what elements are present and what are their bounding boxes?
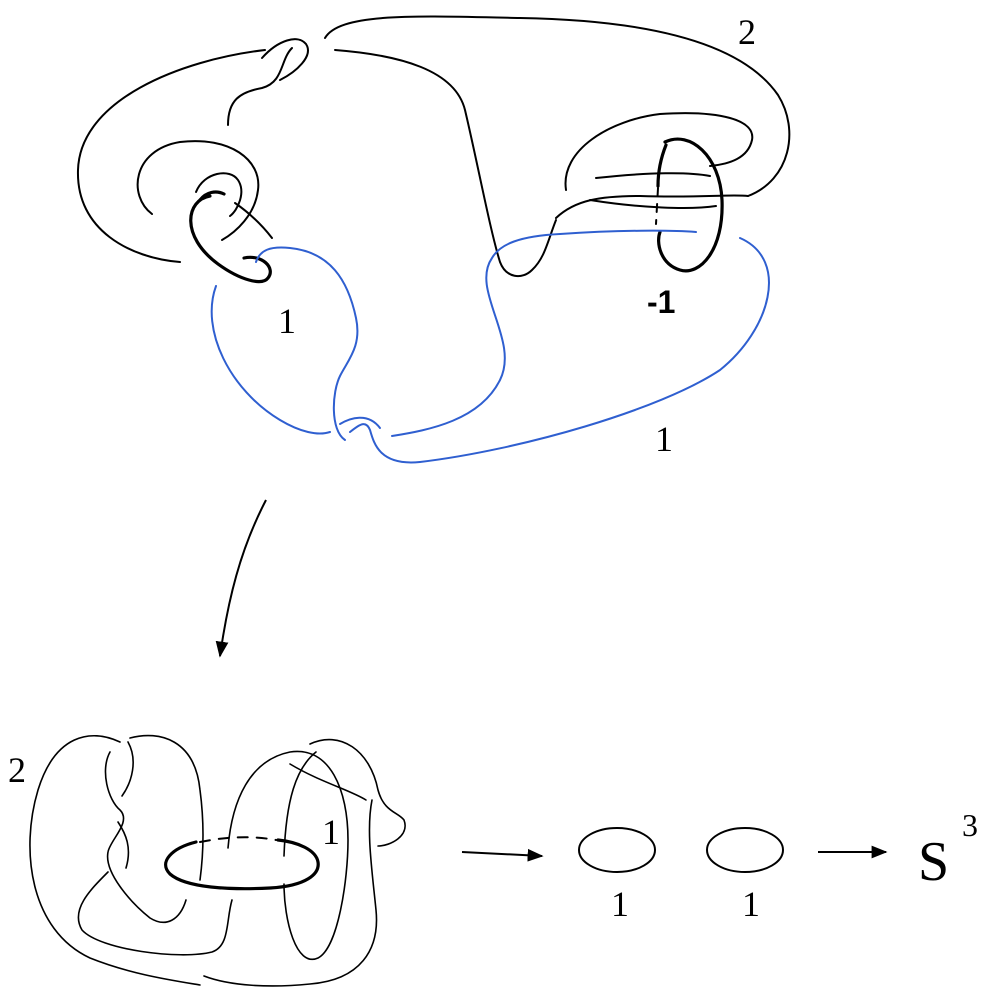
transition-arrow-down bbox=[215, 499, 267, 658]
unknot-left bbox=[578, 827, 656, 873]
bottom-knot-top-arc bbox=[129, 734, 204, 881]
bottom-knot-mid-arc2 bbox=[283, 751, 317, 857]
right-unknot-dashes bbox=[655, 187, 659, 225]
label-right-minus1: -1 bbox=[647, 284, 675, 320]
result-s3-superscript: 3 bbox=[962, 807, 978, 843]
bottom-knot-lower-left bbox=[77, 871, 233, 956]
right-hook-loop bbox=[564, 112, 754, 191]
outer-component-top bbox=[324, 15, 791, 197]
label-unknot-right: 1 bbox=[742, 884, 760, 924]
bottom-knot-right-arc bbox=[309, 738, 406, 847]
left-curl-inner bbox=[195, 172, 243, 217]
bottom-unknot-thick bbox=[164, 838, 320, 891]
blue-component-left bbox=[255, 246, 359, 441]
left-curl-strand bbox=[234, 202, 273, 239]
label-unknot-left: 1 bbox=[611, 884, 629, 924]
bottom-knot-upper-right bbox=[289, 763, 367, 801]
top-diagram bbox=[76, 15, 791, 464]
blue-component-main bbox=[349, 237, 770, 464]
label-bottom-1: 1 bbox=[322, 812, 340, 852]
right-hook-inner bbox=[595, 172, 711, 179]
blue-component-left-low bbox=[210, 285, 331, 435]
left-curl bbox=[136, 140, 260, 241]
label-outer-2: 2 bbox=[738, 12, 756, 52]
right-hook-lower bbox=[589, 199, 717, 209]
left-unknot-thick bbox=[189, 194, 272, 284]
right-unknot-thick bbox=[657, 137, 724, 273]
label-blue-1: 1 bbox=[655, 419, 673, 459]
outer-component-descent bbox=[334, 49, 557, 278]
outer-component-strand bbox=[227, 47, 293, 126]
outer-component-left-arc bbox=[76, 49, 266, 263]
unknot-right bbox=[706, 827, 784, 873]
bottom-knot-left-twist2 bbox=[117, 741, 134, 869]
result-s3-base: S bbox=[918, 831, 949, 893]
left-unknot-thick-top bbox=[198, 190, 226, 202]
outer-component-crossing bbox=[261, 38, 309, 81]
bottom-diagram bbox=[29, 734, 406, 987]
right-unknot-thick-left bbox=[656, 143, 668, 188]
transition-arrow-right bbox=[461, 848, 544, 862]
bottom-knot-mid-arc bbox=[227, 750, 349, 961]
blue-component-crossing bbox=[339, 416, 381, 429]
bottom-unknot-dashes bbox=[199, 836, 277, 843]
bottom-knot-left-outer bbox=[29, 735, 201, 986]
label-bottom-2: 2 bbox=[8, 750, 26, 790]
bottom-knot-left-twist bbox=[104, 751, 187, 924]
label-left-1: 1 bbox=[278, 301, 296, 341]
blue-component-right-low bbox=[391, 229, 697, 437]
bottom-knot-right-strand bbox=[203, 799, 378, 987]
right-hook bbox=[555, 194, 749, 219]
